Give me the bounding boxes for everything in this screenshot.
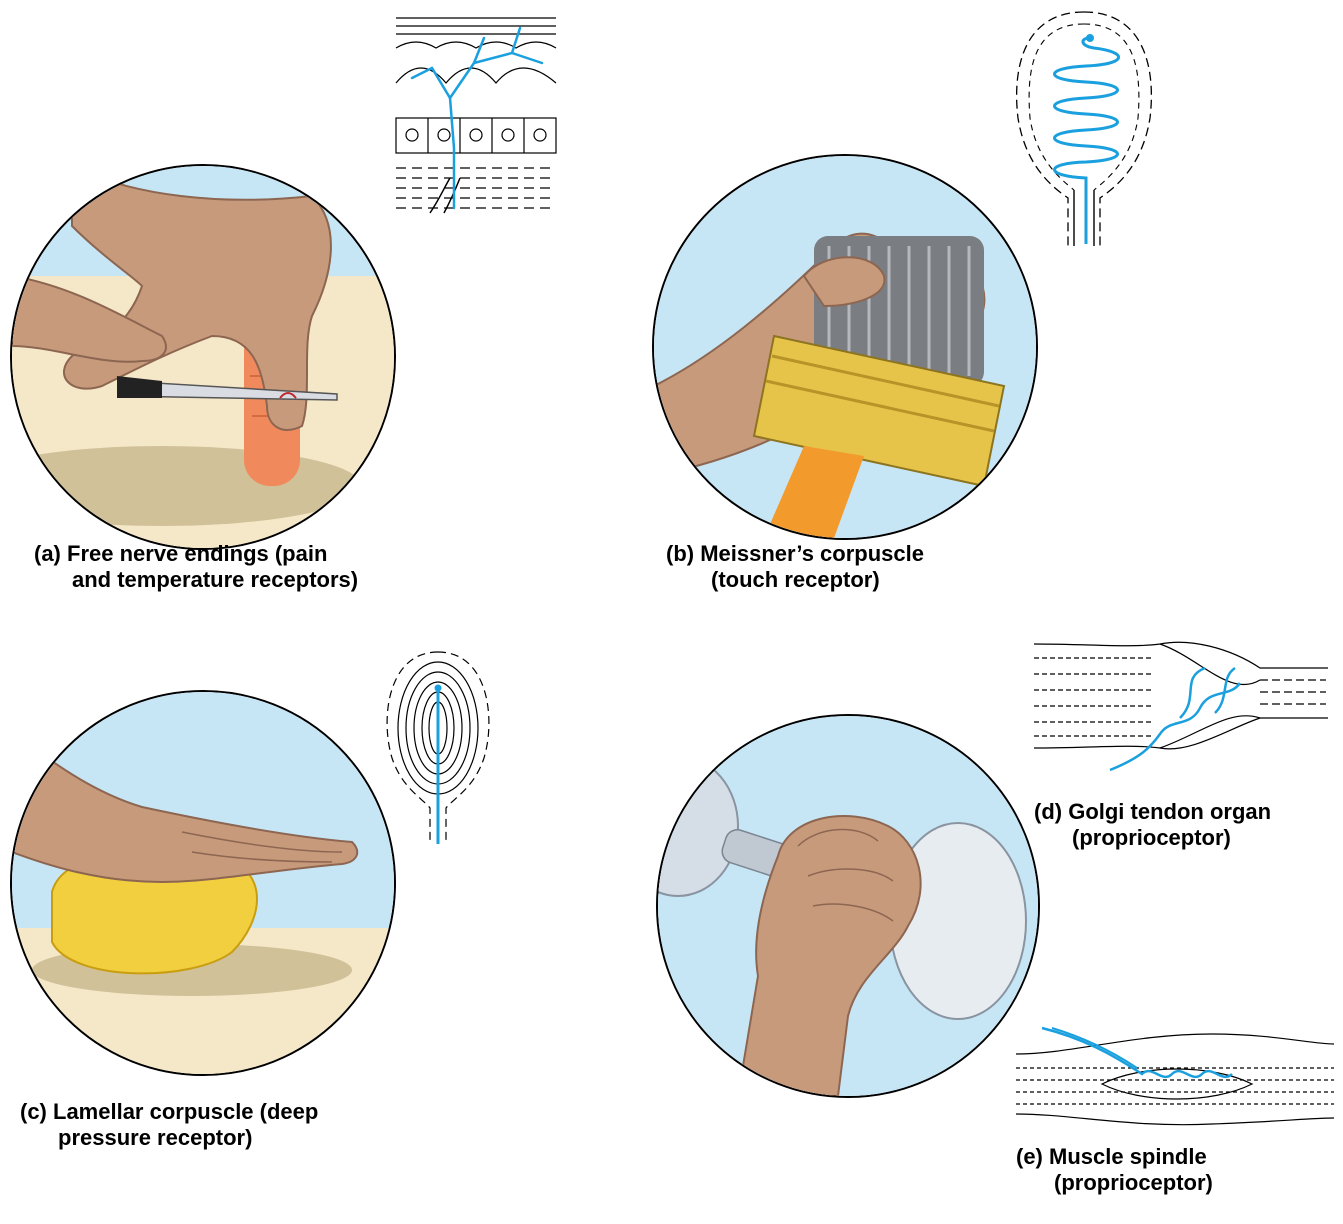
scene-b-hand-touching-paintbrush	[652, 154, 1038, 540]
caption-b-line-2: (touch receptor)	[666, 567, 924, 593]
caption-e: (e) Muscle spindle (proprioceptor)	[1016, 1144, 1213, 1196]
inset-e-muscle-spindle	[1012, 1024, 1338, 1134]
caption-a-line-1: (a) Free nerve endings (pain	[34, 541, 358, 567]
caption-c: (c) Lamellar corpuscle (deep pressure re…	[20, 1099, 318, 1151]
inset-d-golgi-tendon-organ	[1030, 638, 1330, 774]
inset-c-lamellar-corpuscle	[378, 648, 498, 848]
caption-b-line-1: (b) Meissner’s corpuscle	[666, 541, 924, 567]
inset-a-free-nerve-endings	[392, 8, 562, 218]
caption-e-line-1: (e) Muscle spindle	[1016, 1144, 1213, 1170]
scene-d-hand-gripping-dumbbell	[656, 714, 1040, 1098]
spindle-nerve	[1042, 1028, 1232, 1077]
caption-e-line-2: (proprioceptor)	[1016, 1170, 1213, 1196]
caption-b: (b) Meissner’s corpuscle (touch receptor…	[666, 541, 924, 593]
golgi-nerve	[1110, 668, 1240, 770]
caption-a: (a) Free nerve endings (pain and tempera…	[34, 541, 358, 593]
caption-d-line-2: (proprioceptor)	[1034, 825, 1271, 851]
scene-c-hand-pressing-sponge	[10, 690, 396, 1076]
caption-c-line-2: pressure receptor)	[20, 1125, 318, 1151]
caption-d: (d) Golgi tendon organ (proprioceptor)	[1034, 799, 1271, 851]
scene-a-hand-cutting-carrot	[10, 164, 396, 550]
meissner-nerve-coil	[1055, 38, 1119, 244]
caption-d-line-1: (d) Golgi tendon organ	[1034, 799, 1271, 825]
caption-c-line-1: (c) Lamellar corpuscle (deep	[20, 1099, 318, 1125]
inset-b-meissners-corpuscle	[1004, 8, 1164, 248]
caption-a-line-2: and temperature receptors)	[34, 567, 358, 593]
